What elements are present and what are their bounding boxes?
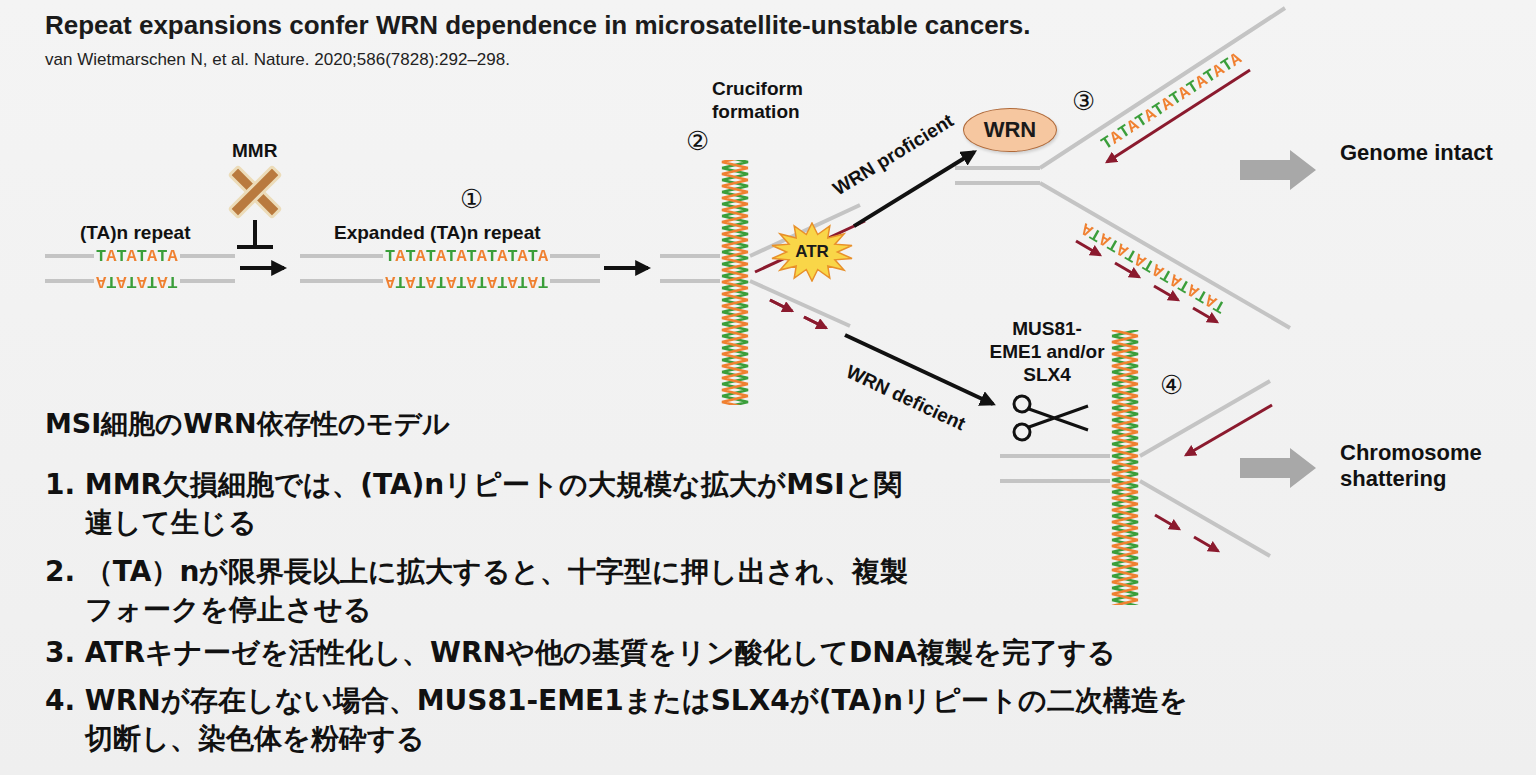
connector-arrow <box>854 152 974 226</box>
list-item: 3. ATRキナーゼを活性化し、WRNや他の基質をリン酸化してDNA複製を完了す… <box>45 634 1195 672</box>
node-text: WRN <box>984 117 1037 143</box>
node-text: ATR <box>795 242 829 262</box>
cruciform-structure <box>720 160 750 405</box>
gene-label: MMR <box>232 140 277 163</box>
callout-number: ② <box>686 128 709 154</box>
dna-strand <box>1000 456 1110 481</box>
callout-number: ③ <box>1072 88 1095 114</box>
kinase-star: ATR <box>770 222 854 282</box>
strand-sequence: TATATATA <box>96 273 178 290</box>
repeat-label: Expanded (TA)n repeat <box>334 222 541 245</box>
strand-sequence: TATATATA <box>96 248 178 265</box>
strand-sequence: TATATATATATATATA <box>385 273 548 290</box>
process-arrow <box>240 266 284 270</box>
fork-strand <box>1140 381 1270 556</box>
nascent-arrow <box>770 300 792 311</box>
branch-label: WRN deficient <box>842 360 968 435</box>
strand-sequence: TATATATATATATATA <box>1078 219 1228 315</box>
nascent-arrow <box>1194 537 1218 551</box>
edge-label: WRN proficient <box>829 109 958 200</box>
section-heading: MSI細胞のWRN依存性のモデル <box>45 406 450 442</box>
enzyme-label: MUS81-EME1 and/or SLX4 <box>988 318 1106 386</box>
step-label: Cruciform formation <box>712 78 822 124</box>
dna-strand <box>660 256 720 281</box>
fork-strand <box>955 8 1290 328</box>
outcome-arrow <box>1240 150 1316 190</box>
nascent-arrow <box>804 317 826 328</box>
callout-number: ④ <box>1160 372 1183 398</box>
repeat-label: (TA)n repeat <box>80 222 190 245</box>
list-item: 1. MMR欠損細胞では、(TA)nリピートの大規模な拡大がMSIと関連して生じ… <box>45 466 915 542</box>
nascent-arrow <box>1155 515 1179 529</box>
title-text: Repeat expansions confer WRN dependence … <box>45 10 1030 41</box>
strand-sequence: TATATATATATATATA <box>1098 49 1244 152</box>
callout-number: ① <box>460 186 483 212</box>
nascent-arrow <box>1107 70 1250 162</box>
outcome-label: Chromosome shattering <box>1340 440 1536 493</box>
scissors-symbol <box>1014 396 1088 440</box>
strand-sequence: TATATATATATATATA <box>385 248 548 265</box>
block-cross <box>230 167 281 218</box>
list-item: 2. （TA）nが限界長以上に拡大すると、十字型に押し出され、複製フォークを停止… <box>45 553 915 629</box>
cruciform-structure <box>1110 330 1140 605</box>
list-item: 4. WRNが存在しない場合、MUS81-EME1またはSLX4が(TA)nリピ… <box>45 682 1195 758</box>
inhibition-line <box>237 220 273 247</box>
outcome-label: Genome intact <box>1340 140 1510 166</box>
fork-strand <box>750 205 860 326</box>
outcome-arrow <box>1240 448 1316 488</box>
process-arrow <box>604 266 648 270</box>
nascent-strand <box>770 300 826 328</box>
helicase-ellipse: WRN <box>963 108 1057 152</box>
citation-text: van Wietmarschen N, et al. Nature. 2020;… <box>45 50 510 70</box>
nascent-arrow <box>1186 405 1272 455</box>
star-shape <box>772 223 852 281</box>
